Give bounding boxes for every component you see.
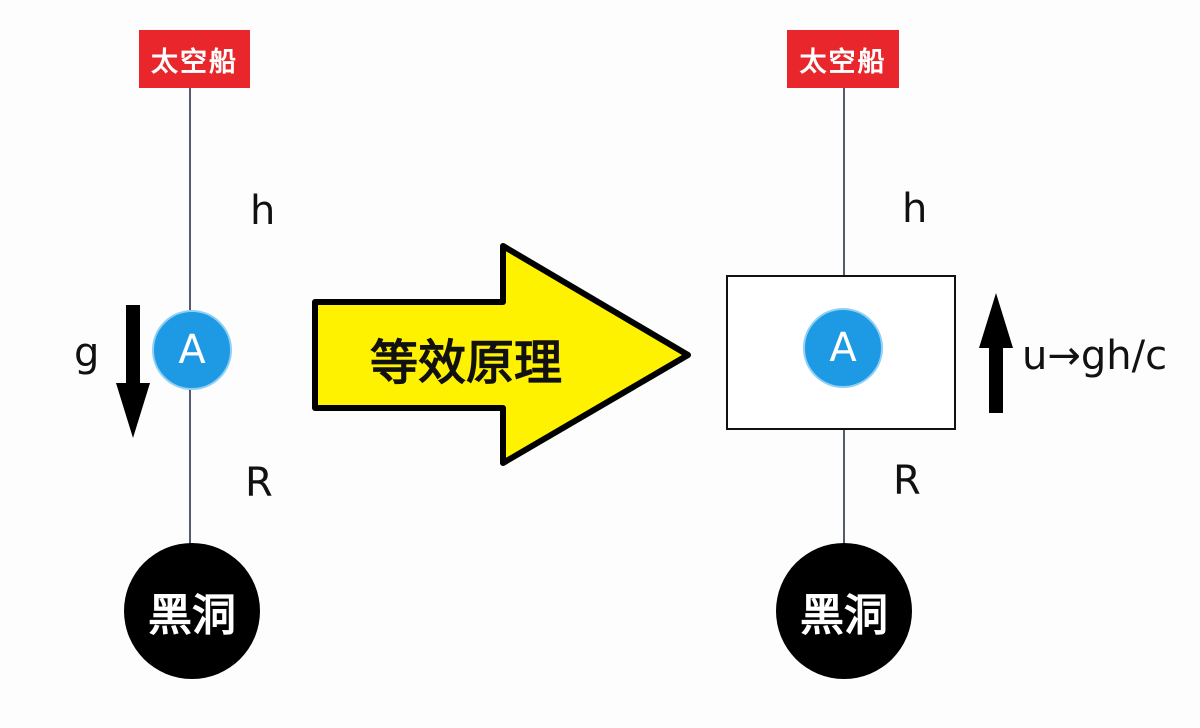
observer-a-left: A	[152, 310, 232, 390]
spaceship-left: 太空船	[139, 30, 250, 88]
gravity-label: g	[74, 330, 100, 376]
height-label-left: h	[250, 188, 276, 234]
acceleration-arrow-up-icon	[979, 293, 1013, 413]
equivalence-principle-label: 等效原理	[370, 335, 563, 391]
height-label-right: h	[902, 186, 928, 232]
radius-label-right: R	[893, 458, 921, 504]
gravity-arrow-down-icon	[116, 305, 150, 438]
observer-a-right: A	[803, 308, 883, 388]
blackhole-left: 黑洞	[124, 543, 260, 679]
velocity-formula: u→gh/c	[1022, 333, 1168, 379]
spaceship-right: 太空船	[787, 30, 899, 88]
blackhole-right: 黑洞	[776, 543, 912, 679]
equivalence-arrow-icon	[312, 243, 691, 466]
radius-label-left: R	[245, 460, 273, 506]
